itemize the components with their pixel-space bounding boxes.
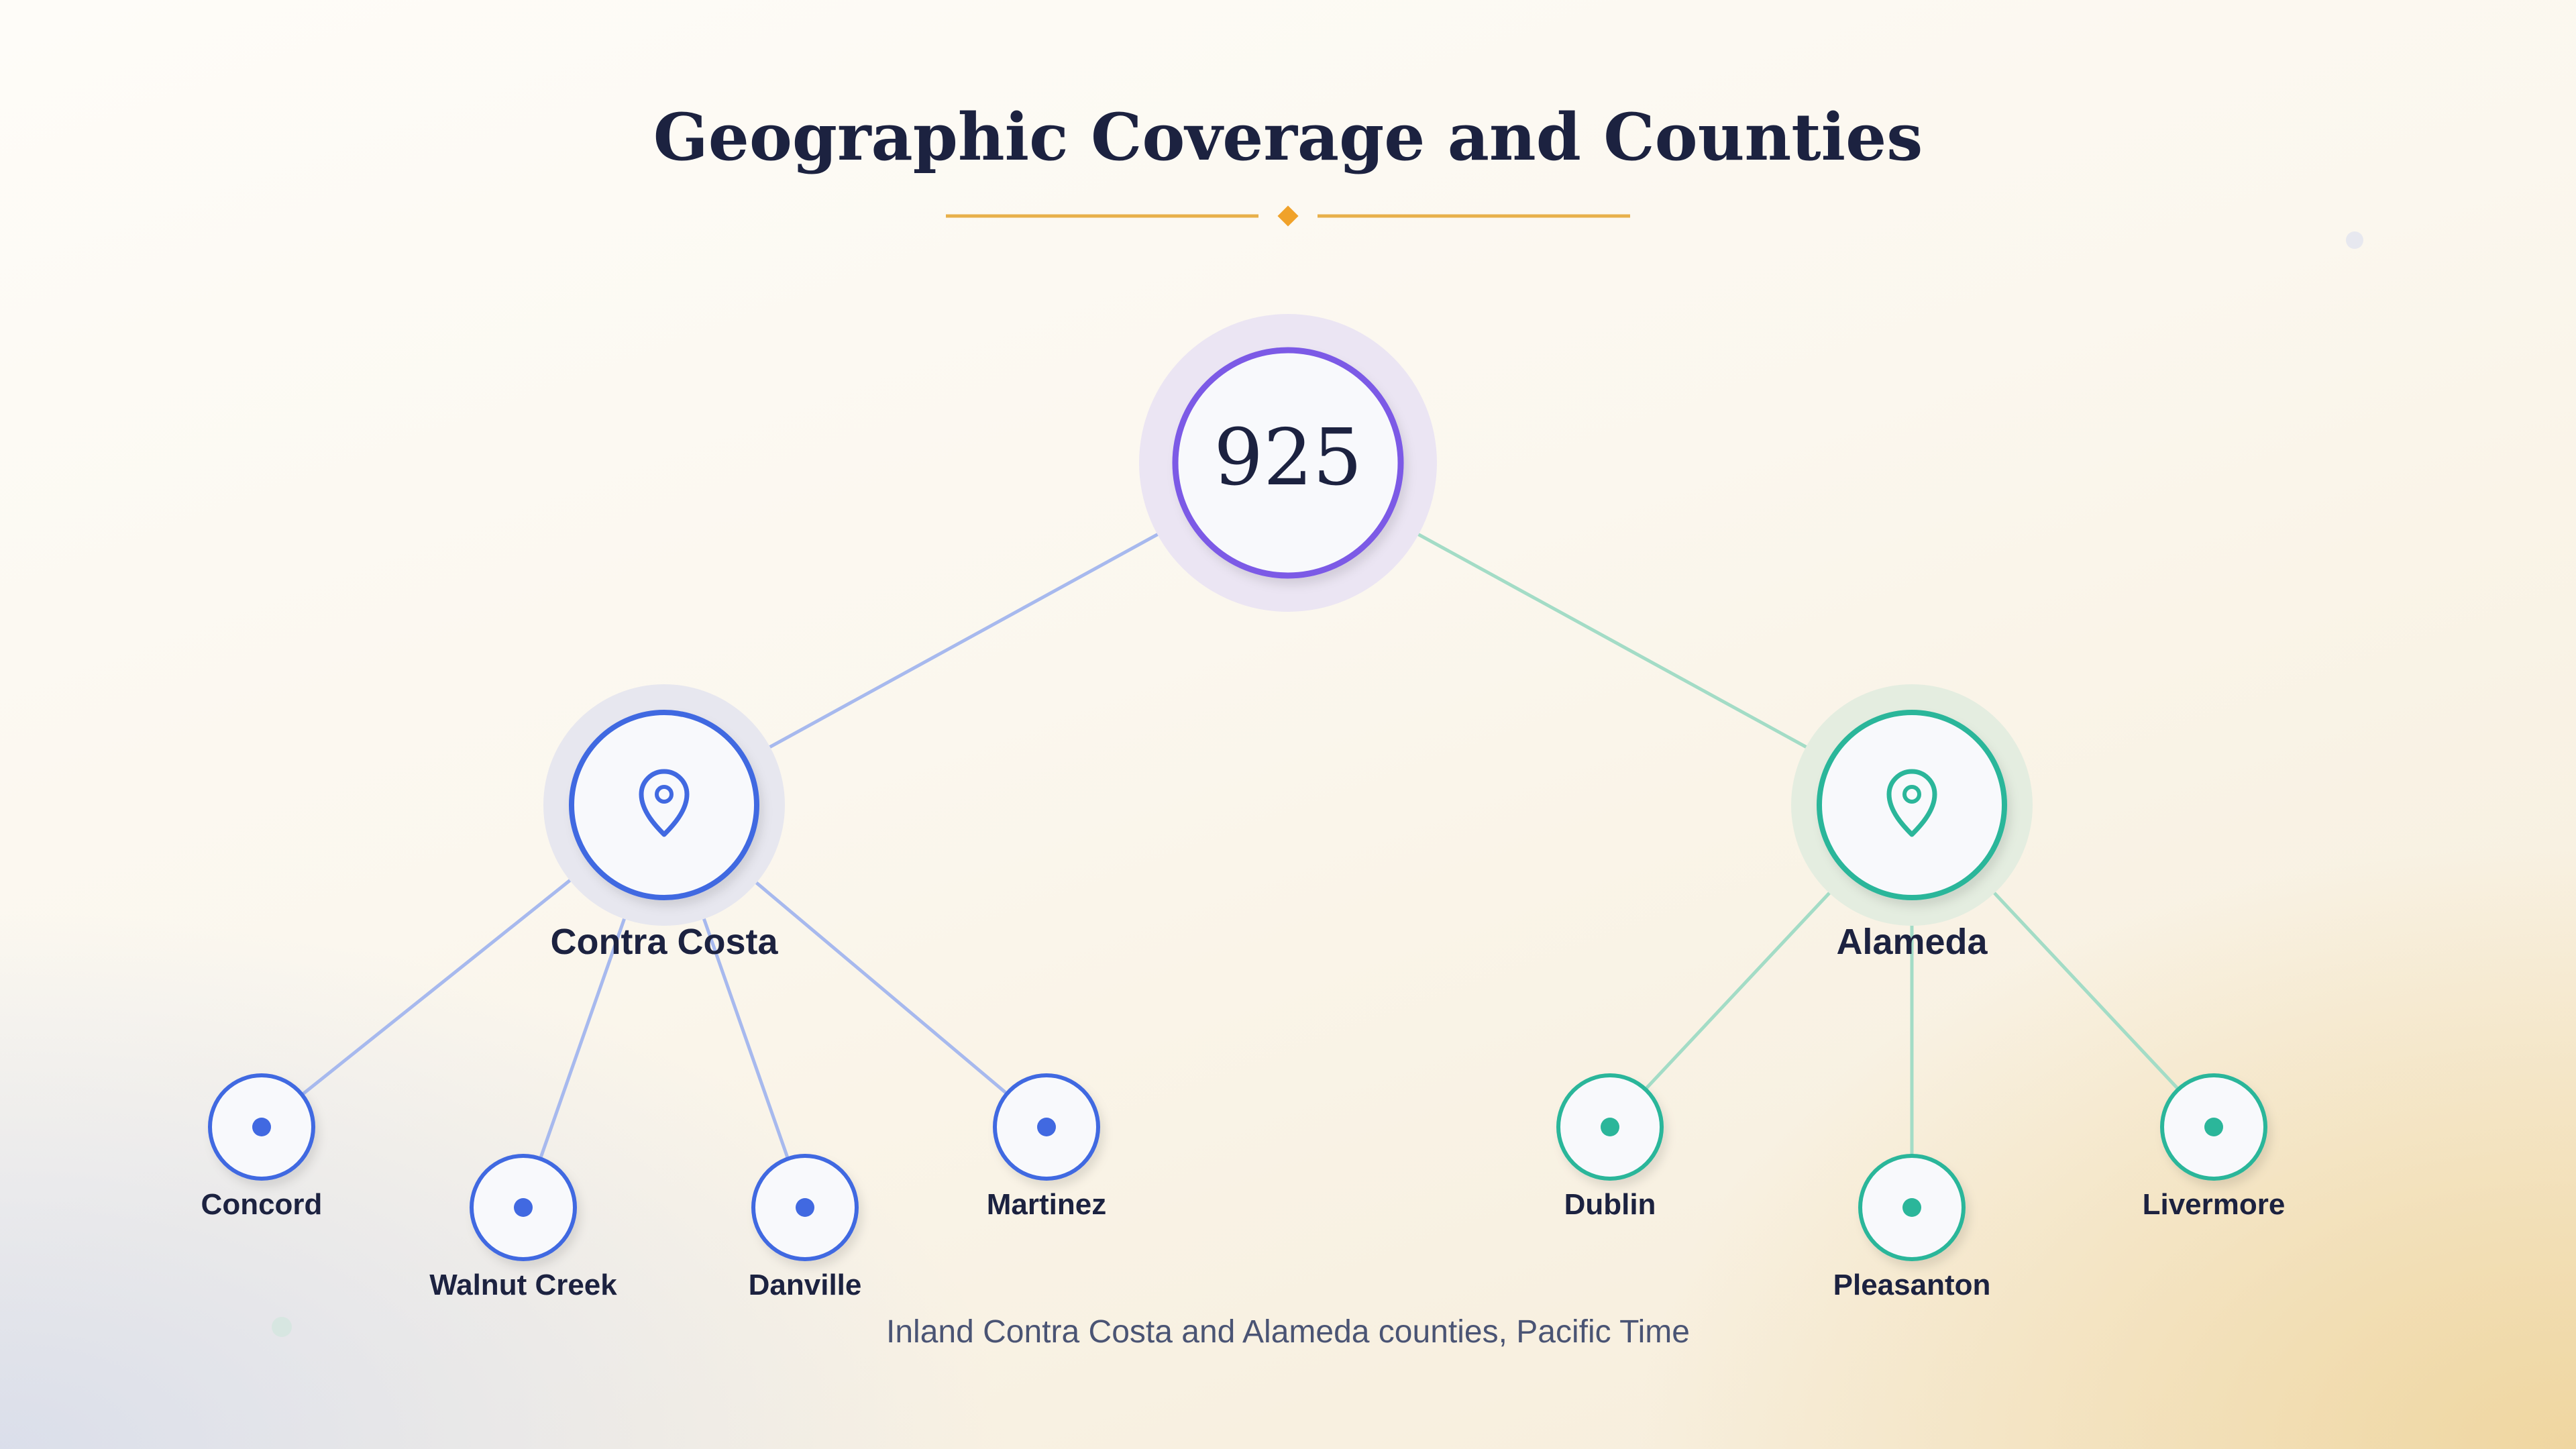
- city-node-dot: [252, 1118, 271, 1136]
- city-node-dot: [514, 1198, 533, 1217]
- map-pin-hole: [655, 785, 674, 804]
- map-pin-icon: [1886, 769, 1937, 837]
- decor-dot-top-right: [2346, 231, 2363, 249]
- city-label-pleasanton: Pleasanton: [1833, 1269, 1991, 1301]
- city-node-dot: [1902, 1198, 1921, 1217]
- city-label-walnut-creek: Walnut Creek: [429, 1269, 617, 1301]
- root-node-circle: [1172, 347, 1404, 579]
- city-label-danville: Danville: [749, 1269, 862, 1301]
- city-node-dot: [1601, 1118, 1619, 1136]
- title-divider: [946, 205, 1630, 227]
- city-node-walnut-creek: Walnut Creek: [429, 1154, 617, 1301]
- city-label-concord: Concord: [201, 1188, 323, 1221]
- county-label-alameda: Alameda: [1836, 922, 1988, 962]
- city-label-dublin: Dublin: [1564, 1188, 1656, 1221]
- root-node: 925: [1139, 314, 1437, 612]
- title-divider-diamond: [1277, 205, 1299, 227]
- county-node-alameda: Alameda: [1791, 684, 2033, 962]
- city-node-danville: Danville: [749, 1154, 862, 1301]
- root-node-label: 925: [1214, 413, 1362, 503]
- city-label-livermore: Livermore: [2143, 1188, 2286, 1221]
- city-node-dot: [2204, 1118, 2223, 1136]
- city-node-dot: [796, 1198, 814, 1217]
- city-node-dot: [1037, 1118, 1056, 1136]
- decor-dot-bottom-left: [272, 1317, 292, 1337]
- city-node-livermore: Livermore: [2143, 1073, 2286, 1221]
- page-title: Geographic Coverage and Counties: [653, 99, 1923, 175]
- map-pin-icon: [639, 769, 690, 837]
- city-label-martinez: Martinez: [987, 1188, 1106, 1221]
- county-label-contra-costa: Contra Costa: [550, 922, 778, 962]
- city-node-pleasanton: Pleasanton: [1833, 1154, 1991, 1301]
- county-node-circle: [1817, 710, 2007, 900]
- city-node-concord: Concord: [201, 1073, 323, 1221]
- county-node-contra-costa: Contra Costa: [543, 684, 785, 962]
- city-node-dublin: Dublin: [1556, 1073, 1664, 1221]
- diagram-caption: Inland Contra Costa and Alameda counties…: [886, 1314, 1690, 1350]
- map-pin-hole: [1902, 785, 1921, 804]
- county-node-circle: [569, 710, 759, 900]
- city-node-martinez: Martinez: [987, 1073, 1106, 1221]
